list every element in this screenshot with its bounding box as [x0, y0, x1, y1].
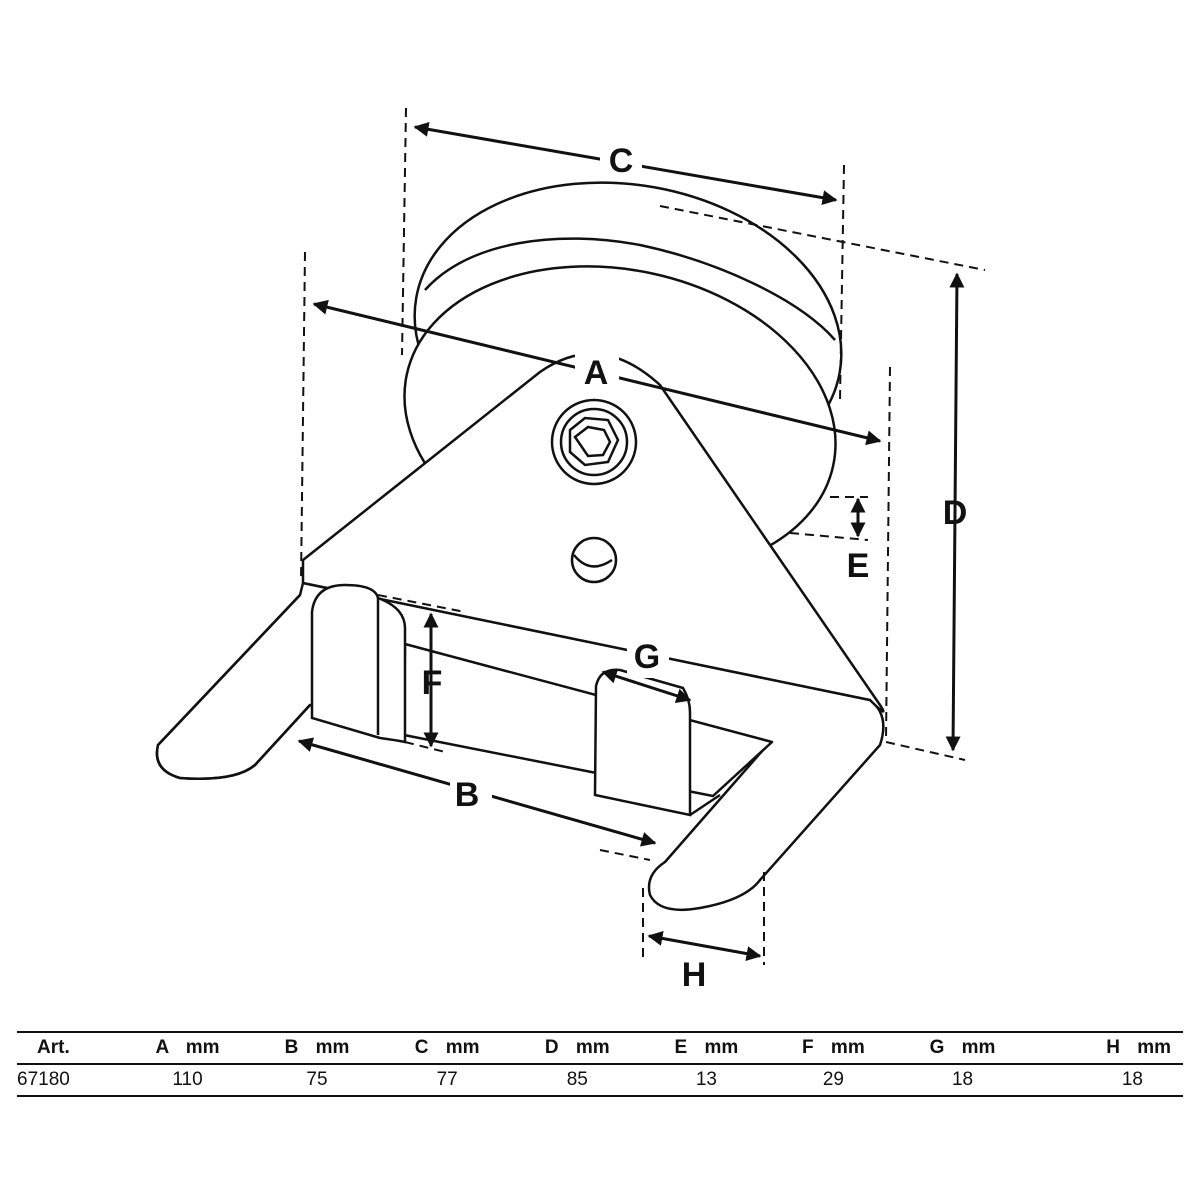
ext-d-top: [659, 205, 986, 271]
table-header-cell: H mm: [1028, 1031, 1183, 1065]
table-header-cell: D mm: [512, 1031, 643, 1065]
left-arm-edge: [155, 594, 311, 780]
dimension-labels: C A D E F G B H: [422, 142, 968, 994]
right-guide-tab: [593, 668, 692, 817]
table-cell: 18: [1028, 1064, 1183, 1097]
label-c: C: [609, 142, 634, 180]
ext-d-bottom: [885, 741, 966, 761]
mount-hole-outer: [570, 536, 618, 584]
label-h: H: [682, 956, 707, 994]
axle-bolt: [550, 398, 638, 486]
table-cell: 110: [123, 1064, 252, 1097]
table-header-cell: B mm: [251, 1031, 383, 1065]
label-a: A: [584, 354, 609, 392]
label-g: G: [634, 638, 660, 676]
table-cell: 67180: [17, 1064, 124, 1097]
table-row: 67180 110 75 77 85 13 29 18 18: [17, 1064, 1183, 1097]
dimension-lines: [297, 107, 986, 965]
ext-a-right: [885, 366, 891, 741]
table-header-row: Art. A mm B mm C mm D mm E mm F mm G mm …: [17, 1031, 1183, 1065]
dim-d-line: [945, 272, 965, 752]
label-b: B: [455, 776, 480, 814]
label-masks: [450, 138, 669, 816]
label-e: E: [847, 547, 870, 585]
table-header-cell: G mm: [896, 1031, 1029, 1065]
mount-hole-inner: [573, 554, 613, 568]
mount-hole: [570, 536, 618, 584]
ext-f-bottom: [404, 741, 446, 753]
label-f: F: [422, 664, 443, 702]
ext-b-right: [599, 849, 651, 861]
ext-e-bottom: [789, 532, 869, 541]
table-header-cell: A mm: [123, 1031, 252, 1065]
table-cell: 18: [896, 1064, 1029, 1097]
left-guide-tab: [310, 583, 407, 744]
ext-c-left: [401, 107, 407, 356]
table-header-cell: C mm: [382, 1031, 513, 1065]
table-header-cell: F mm: [770, 1031, 897, 1065]
label-d: D: [943, 494, 968, 532]
roller-dimension-drawing: C A D E F G B H: [155, 107, 986, 994]
table-cell: 75: [251, 1064, 383, 1097]
ext-a-left: [300, 251, 306, 581]
right-tab-slot: [689, 793, 721, 817]
dimension-table: Art. A mm B mm C mm D mm E mm F mm G mm …: [17, 1031, 1183, 1097]
table-cell: 85: [512, 1064, 643, 1097]
table-header-cell: E mm: [642, 1031, 771, 1065]
table-cell: 13: [642, 1064, 771, 1097]
table-header-cell: Art.: [17, 1031, 124, 1065]
dim-h-line: [647, 931, 762, 961]
table-cell: 29: [770, 1064, 897, 1097]
table-cell: 77: [382, 1064, 513, 1097]
dim-g-line: [601, 668, 692, 704]
